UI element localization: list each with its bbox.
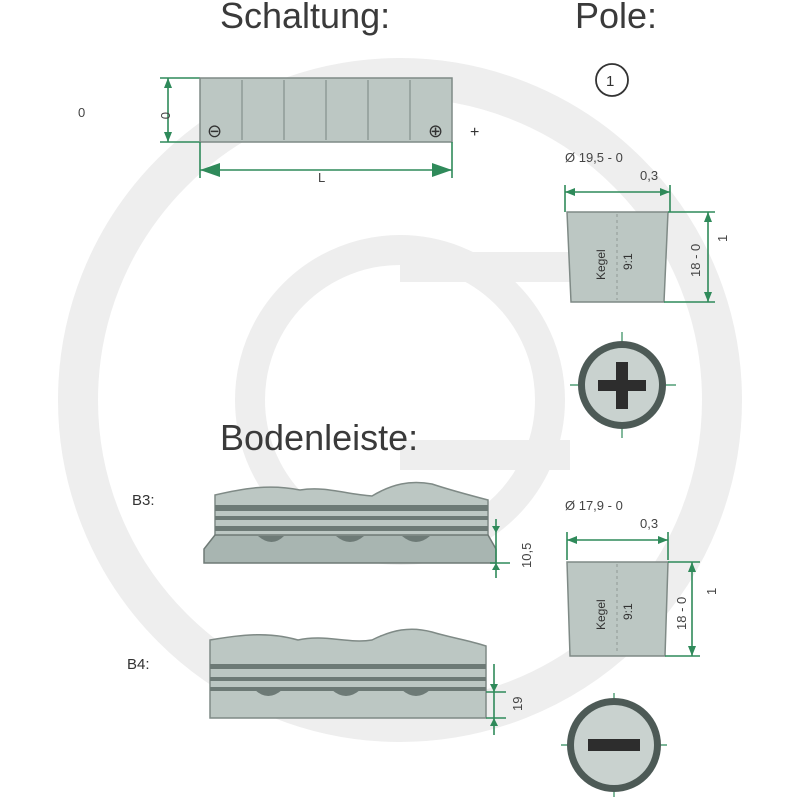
pos-cone-label: Kegel	[594, 249, 608, 280]
pole-number-badge: 1	[595, 63, 629, 97]
neg-diameter: Ø 17,9 - 0	[565, 498, 623, 513]
positive-pole-top-icon	[570, 332, 676, 438]
neg-tolerance: 0,3	[640, 516, 658, 531]
negative-terminal-symbol: ⊖	[207, 121, 222, 141]
b4-height: 19	[510, 697, 525, 711]
neg-cone-ratio: 9:1	[621, 603, 635, 620]
neg-cone-label: Kegel	[594, 599, 608, 630]
neg-height-tol: 1	[704, 588, 719, 595]
schaltung-height-label: 0	[158, 112, 173, 119]
heading-schaltung: Schaltung:	[220, 0, 390, 36]
pos-diameter: Ø 19,5 - 0	[565, 150, 623, 165]
heading-bodenleiste: Bodenleiste:	[220, 417, 418, 458]
pos-cone-ratio: 9:1	[621, 253, 635, 270]
negative-pole-side-view: Ø 17,9 - 0 0,3 Kegel 9:1 18 - 0 1	[565, 498, 719, 657]
heading-pole: Pole:	[575, 0, 657, 36]
pos-height-tol: 1	[715, 235, 730, 242]
negative-pole-top-icon	[561, 693, 667, 797]
neg-height: 18 - 0	[674, 597, 689, 630]
positive-terminal-symbol: ⊕	[428, 121, 443, 141]
b3-height: 10,5	[519, 543, 534, 568]
length-label: L	[318, 170, 325, 185]
b4-label: B4:	[127, 656, 150, 673]
bottom-rail-b4: B4: 19	[127, 628, 525, 735]
positive-pole-side-view: Ø 19,5 - 0 0,3 Kegel 9:1 18 - 0 1	[564, 150, 730, 303]
plus-sign: +	[470, 124, 479, 141]
bottom-rail-b3: B3: 10,5	[132, 481, 534, 578]
pos-height: 18 - 0	[688, 244, 703, 277]
pole-number: 1	[606, 73, 614, 90]
battery-top-view: 0 0 ⊖ ⊕ + L	[78, 77, 479, 185]
pos-tolerance: 0,3	[640, 168, 658, 183]
b3-label: B3:	[132, 492, 155, 509]
schaltung-label-left: 0	[78, 105, 85, 120]
